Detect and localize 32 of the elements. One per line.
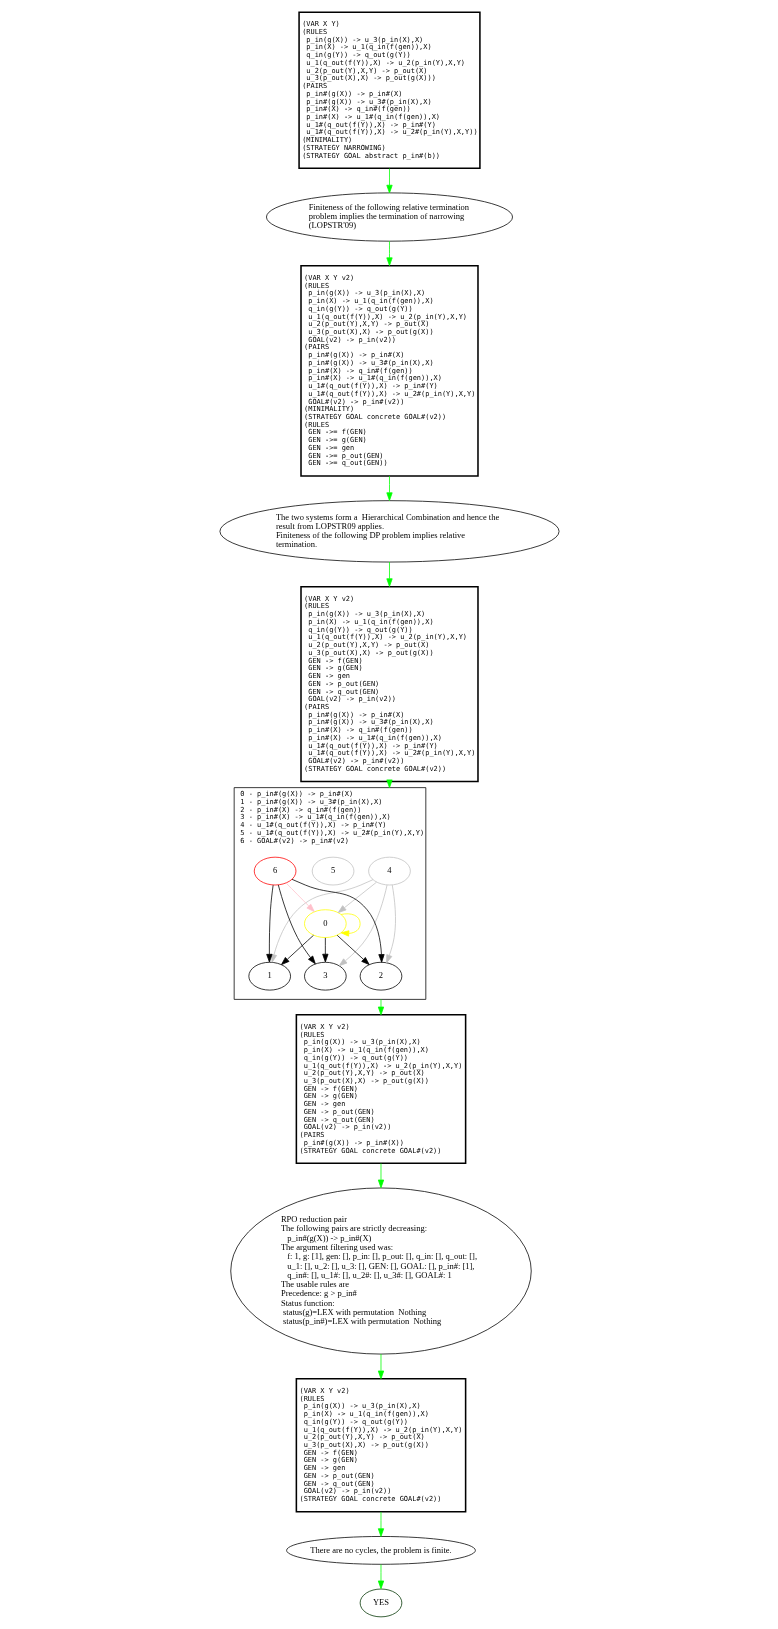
arrow: [385, 884, 396, 964]
node-ellipse: 2: [359, 961, 402, 991]
arrow: [285, 882, 315, 912]
node-ellipse: YES: [359, 1588, 402, 1618]
arrow: [280, 934, 314, 965]
arrow: [337, 881, 377, 913]
arrow: [385, 475, 393, 501]
arrow: [377, 1564, 384, 1590]
node-ellipse: There are no cycles, the problem is finite.: [285, 1536, 476, 1565]
arrow: [377, 1353, 384, 1380]
arrow: [321, 937, 328, 963]
node-ellipse: 1: [247, 961, 291, 991]
node-ellipse: Finiteness of the following relative termination problem implies the termination of narrowing (LOPSTR'09): [265, 192, 513, 242]
arrow: [277, 884, 316, 965]
node-ellipse: 5: [311, 856, 354, 886]
node-ellipse: 6: [253, 856, 296, 886]
arrow: [385, 168, 393, 194]
arrow: [385, 561, 393, 587]
node-ellipse: 3: [303, 961, 347, 991]
arrow: [385, 240, 393, 266]
node-ellipse: RPO reduction pair The following pairs are strictly decreasing: p_in#(g(X)) -> p_in#(X) The argument filtering used was: f: 1, g: [1], gen: [], p_in: [], p_out: [], q_in: [], q_out: [], u_1: [], u_2: [], u_3: [], GEN: [], GOAL: [], p_in#: [1], q_in#: [], u_1#: [], u_2#: [], u_3#: [], GOAL#: 1 The usable rules are Precedence: g > p_in# Status function: status(g)=LEX with permutation Nothing status(p_in#)=LEX with permutation Nothing: [229, 1187, 532, 1355]
arrow: [291, 878, 385, 963]
arrow: [377, 1163, 384, 1189]
node-ellipse: The two systems form a Hierarchical Combination and hence the result from LOPSTR09 applies. Finiteness of the following DP problem implies relative termination.: [219, 500, 559, 563]
arrow: [265, 884, 273, 963]
arrow: [338, 884, 387, 967]
arrow: [270, 879, 373, 963]
node-ellipse: 4: [367, 856, 411, 886]
arrow: [336, 934, 370, 965]
arrow: [340, 913, 360, 937]
arrow: [377, 999, 384, 1016]
arrow: [377, 1511, 384, 1537]
